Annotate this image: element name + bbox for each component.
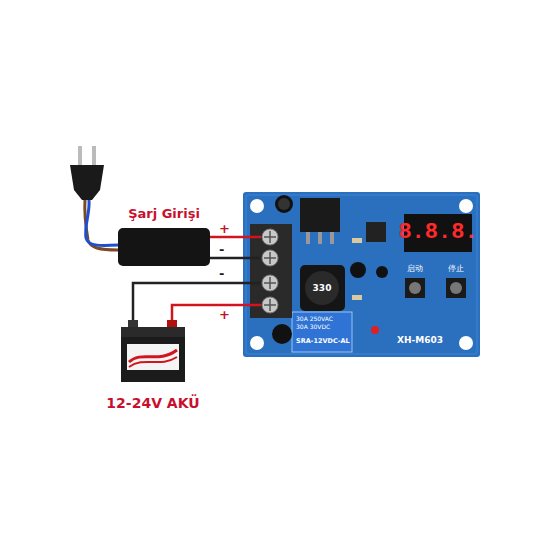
battery-body xyxy=(120,320,186,383)
part-title: Şarj Girişi xyxy=(128,207,200,222)
battery: 12-24V AKÜ xyxy=(120,320,186,383)
relay-rating: 30A 30VDC xyxy=(296,324,330,331)
polarity-label: + xyxy=(219,222,230,237)
button-label: 启动 xyxy=(407,264,423,273)
charger-board: XH-M603 xyxy=(243,192,480,357)
circuit-board xyxy=(243,192,480,357)
polarity-label: - xyxy=(219,243,224,258)
display-digits: 8.8.8. xyxy=(398,220,477,245)
charger-box: Şarj Girişi xyxy=(118,228,210,266)
power-plug xyxy=(70,146,118,250)
relay-rating: 30A 250VAC xyxy=(296,316,333,323)
relay-model: SRA-12VDC-AL xyxy=(296,338,350,345)
inductor-value: 330 xyxy=(313,283,332,293)
wire xyxy=(172,305,243,320)
part-title: 12-24V AKÜ xyxy=(106,395,199,411)
polarity-label: - xyxy=(219,267,224,282)
polarity-label: + xyxy=(219,308,230,323)
wire xyxy=(210,236,243,239)
wire xyxy=(210,257,243,260)
model-label: XH-M603 xyxy=(397,335,443,345)
button-label: 停止 xyxy=(448,264,464,273)
